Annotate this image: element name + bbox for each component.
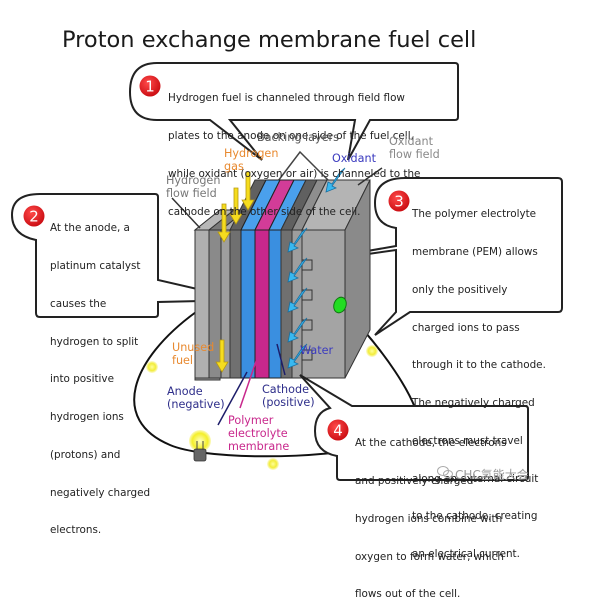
callout-2-line: hydrogen ions	[50, 411, 124, 424]
callout-3-line: only the positively	[412, 283, 508, 296]
pointer-lines	[171, 167, 383, 426]
hydrogen-arrow-icon	[215, 171, 255, 373]
callout-2-text: At the anode, a platinum catalyst causes…	[50, 197, 150, 550]
callout-4-line: and positively charged	[355, 474, 474, 487]
callout-1-text: Hydrogen fuel is channeled through field…	[168, 67, 420, 231]
callout-1-line: plates to the anode on one side of the f…	[168, 129, 414, 142]
callout-2-line: platinum catalyst	[50, 259, 141, 272]
badge-1-number: 1	[145, 78, 155, 96]
label-unused-fuel: Unused fuel	[172, 341, 215, 367]
callout-1-line: while oxidant (oxygen or air) is channel…	[168, 167, 421, 180]
callout-2-bubble	[10, 193, 246, 318]
label-oxidant-flow-field: Oxidant flow field	[389, 135, 440, 161]
callout-4-line: oxygen to form water, which	[355, 550, 504, 563]
badge-2-number: 2	[29, 208, 39, 226]
badge-4	[327, 419, 349, 441]
label-anode: Anode (negative)	[167, 385, 225, 411]
callout-3-line: through it to the cathode.	[412, 359, 546, 372]
diagram-title: Proton exchange membrane fuel cell	[62, 27, 477, 53]
callout-4-line: hydrogen ions combine with	[355, 512, 503, 525]
label-polymer-electrolyte-membrane: Polymer electrolyte membrane	[228, 414, 290, 453]
backing-layers-pointer	[274, 150, 331, 186]
callout-1-bubble	[128, 62, 459, 161]
light-bulb-icon	[189, 430, 211, 462]
callout-3-line: electrons must travel	[412, 434, 523, 447]
label-cathode: Cathode (positive)	[262, 383, 315, 409]
callout-4-line: flows out of the cell.	[355, 588, 461, 601]
callout-4-line: At the cathode, the electrons	[355, 437, 507, 450]
callout-2-line: hydrogen to split	[50, 335, 139, 348]
wechat-icon	[437, 466, 453, 478]
badge-3-number: 3	[394, 193, 404, 211]
callout-3-line: charged ions to pass	[412, 321, 520, 334]
callout-2-line: electrons.	[50, 524, 102, 537]
label-backing-layers: Backing layers	[257, 131, 339, 144]
label-water: Water	[300, 344, 334, 357]
badge-4-number: 4	[333, 422, 343, 440]
callout-3-bubble	[269, 177, 563, 336]
callout-1-line: cathode on the other side of the cell.	[168, 205, 361, 218]
label-oxidant: Oxidant	[332, 152, 376, 165]
callout-3-line: The negatively charged	[412, 397, 535, 410]
callout-2-line: causes the	[50, 297, 107, 310]
label-hydrogen-flow-field: Hydrogen flow field	[166, 174, 221, 200]
water-drop-icon	[333, 296, 347, 314]
callout-3-line: membrane (PEM) allows	[412, 245, 538, 258]
callout-3-line: The polymer electrolyte	[412, 208, 537, 221]
fuel-cell-stack	[193, 179, 371, 381]
callout-4-text: At the cathode, the electrons and positi…	[355, 412, 507, 614]
watermark: CHC氢能大会	[455, 468, 529, 482]
callout-2-line: negatively charged	[50, 486, 151, 499]
callout-3-line: along an external circuit	[412, 472, 539, 485]
label-hydrogen-gas: Hydrogen gas	[224, 147, 279, 173]
fuel-cell-diagram: 1 2 3 4	[10, 62, 563, 481]
badge-2	[23, 205, 45, 227]
callout-4-bubble	[299, 374, 529, 481]
callout-2-line: (protons) and	[50, 448, 121, 461]
callout-2-line: into positive	[50, 373, 114, 386]
badge-3	[388, 190, 410, 212]
badge-1	[139, 75, 161, 97]
callout-1-line: Hydrogen fuel is channeled through field…	[168, 92, 405, 105]
electron-icon	[146, 345, 378, 470]
callout-2-line: At the anode, a	[50, 222, 130, 235]
oxidant-arrow-icon	[287, 167, 346, 369]
